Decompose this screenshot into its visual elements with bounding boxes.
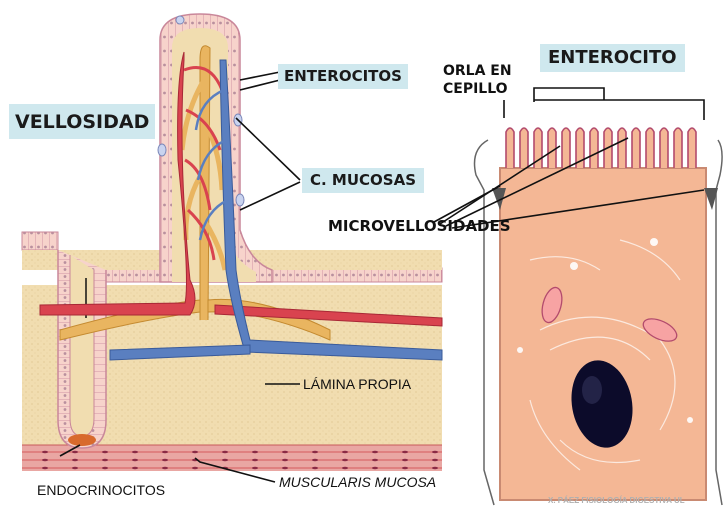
c-mucosas-label: C. MUCOSAS [302, 168, 424, 193]
orla-label-line2: CEPILLO [443, 82, 508, 96]
endocrine-cells [68, 434, 96, 446]
vellosidad-label: VELLOSIDAD [9, 104, 155, 139]
enterocito-label: ENTEROCITO [540, 44, 685, 72]
credit-watermark: X. PÁEZ FISIOLOGÍA DIGESTIVA UL [548, 497, 685, 505]
surface-epithelium-left [22, 232, 58, 250]
endocrinocitos-label: ENDOCRINOCITOS [37, 483, 165, 497]
orla-label-line1: ORLA EN [443, 64, 512, 78]
muscularis-band [22, 445, 442, 471]
microvellosidades-label: MICROVELLOSIDADES [328, 219, 511, 234]
lamina-propia-label: LÁMINA PROPIA [303, 377, 411, 391]
enterocitos-label: ENTEROCITOS [278, 64, 408, 89]
enterocito-bracket [534, 88, 704, 120]
muscularis-mucosa-label: MUSCULARIS MUCOSA [279, 475, 436, 489]
